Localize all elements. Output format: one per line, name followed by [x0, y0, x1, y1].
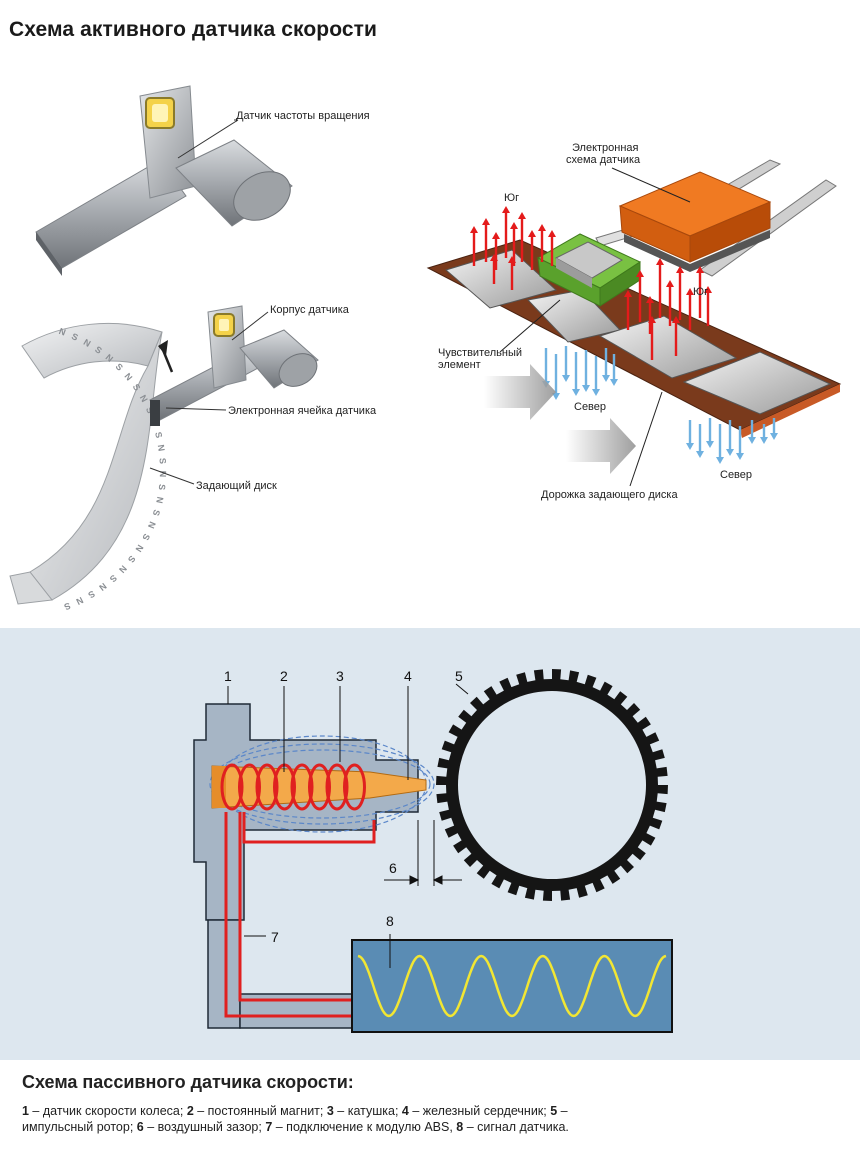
- label-rotation-sensor: Датчик частоты вращения: [236, 110, 370, 122]
- caption-title: Схема пассивного датчика скорости:: [22, 1072, 354, 1092]
- disk-ns-marks: NSNSNSNSNSNSNSNSNSNSNSNSNSNS: [58, 326, 168, 612]
- pulse-rotor: [436, 669, 668, 901]
- disk-mark: S: [93, 344, 104, 356]
- legend-text-5: – импульсный ротор;: [22, 1104, 568, 1134]
- disk-mark: S: [108, 573, 119, 584]
- tone-disk-drawing: NSNSNSNSNSNSNSNSNSNSNSNSNSNS: [9, 322, 168, 612]
- disk-mark: S: [63, 601, 72, 613]
- legend-text-7: – подключение к модулю ABS,: [272, 1120, 457, 1134]
- legend-text-8: – сигнал датчика.: [463, 1120, 569, 1134]
- num-6: 6: [389, 860, 397, 876]
- page-title: Схема активного датчика скорости: [9, 18, 378, 41]
- num-8: 8: [386, 913, 394, 929]
- label-track: Дорожка задающего диска: [541, 489, 678, 501]
- active-sensor-illustration: Датчик частоты вращения NSNSNSNSNSNSNSNS…: [9, 85, 377, 612]
- legend-number-3: 3: [326, 1104, 334, 1118]
- label-north-1: Север: [574, 401, 606, 413]
- legend-number-5: 5: [550, 1104, 558, 1118]
- disk-mark: S: [140, 532, 152, 542]
- legend-number-6: 6: [136, 1120, 144, 1134]
- disk-mark: N: [156, 444, 167, 452]
- housing-sensor-drawing: [149, 305, 319, 426]
- disk-mark: S: [126, 554, 138, 565]
- disk-mark: N: [122, 371, 134, 382]
- abs-wires: [224, 812, 376, 1018]
- disk-mark: S: [157, 483, 168, 490]
- disk-mark: N: [97, 581, 108, 593]
- disk-mark: S: [86, 589, 96, 601]
- caption-legend: 1 – датчик скорости колеса; 2 – постоянн…: [22, 1103, 582, 1135]
- disk-mark: N: [158, 471, 168, 478]
- label-electronics-1: Электронная: [572, 142, 639, 154]
- legend-text-1: – датчик скорости колеса;: [28, 1104, 187, 1118]
- motion-arrow-lower: [566, 418, 636, 474]
- disk-mark: N: [82, 337, 93, 349]
- label-disk: Задающий диск: [196, 480, 277, 492]
- disk-mark: S: [70, 331, 80, 343]
- south-field-arrows-left: [470, 206, 556, 290]
- hall-sensor-diagram: Электронная схема датчика Юг Юг Чувствит…: [426, 142, 842, 501]
- disk-mark: S: [153, 431, 164, 439]
- legend-number-7: 7: [265, 1120, 273, 1134]
- disk-mark: S: [144, 405, 156, 415]
- disk-mark: N: [104, 352, 115, 364]
- num-1: 1: [224, 668, 232, 684]
- num-7: 7: [271, 929, 279, 945]
- motion-arrow-upper: [484, 364, 556, 420]
- legend-text-4: – железный сердечник;: [408, 1104, 551, 1118]
- disk-mark: N: [146, 520, 158, 530]
- disk-mark: S: [158, 458, 168, 465]
- num-4: 4: [404, 668, 412, 684]
- signal-wave: [357, 954, 667, 1018]
- disk-mark: S: [151, 508, 162, 517]
- label-sensitive-2: элемент: [438, 359, 481, 371]
- legend-number-8: 8: [456, 1120, 464, 1134]
- disk-mark: N: [154, 496, 165, 504]
- coil-windings: [220, 763, 366, 811]
- disk-mark: N: [75, 595, 85, 607]
- legend-text-3: – катушка;: [333, 1104, 402, 1118]
- num-2: 2: [280, 668, 288, 684]
- label-north-2: Север: [720, 469, 752, 481]
- label-electronics-2: схема датчика: [566, 154, 641, 166]
- num-3: 3: [336, 668, 344, 684]
- disk-mark: N: [133, 543, 145, 554]
- north-field-arrows-right: [686, 418, 778, 464]
- num-5: 5: [455, 668, 463, 684]
- label-housing: Корпус датчика: [270, 304, 350, 316]
- caption: Схема пассивного датчика скорости: 1 – д…: [22, 1072, 842, 1135]
- air-gap-marker: [384, 820, 462, 886]
- legend-text-2: – постоянный магнит;: [193, 1104, 327, 1118]
- legend-number-4: 4: [401, 1104, 409, 1118]
- rotation-sensor-drawing: [35, 85, 293, 276]
- signal-box: [351, 939, 673, 1033]
- disk-mark: N: [58, 326, 68, 338]
- legend-text-6: – воздушный зазор;: [143, 1120, 266, 1134]
- passive-sensor-diagram: 1 2 3 4 5 6 7 8: [0, 628, 860, 1060]
- legend-number-2: 2: [186, 1104, 194, 1118]
- label-south-1: Юг: [504, 192, 519, 204]
- legend-number-1: 1: [22, 1104, 29, 1118]
- label-cell: Электронная ячейка датчика: [228, 405, 377, 417]
- south-field-arrows-right: [624, 258, 712, 360]
- label-south-2: Юг: [693, 286, 708, 298]
- disk-mark: S: [114, 361, 125, 372]
- disk-mark: N: [138, 393, 150, 404]
- disk-mark: N: [117, 563, 129, 575]
- label-sensitive-1: Чувствительный: [438, 347, 522, 359]
- disk-mark: S: [131, 382, 143, 393]
